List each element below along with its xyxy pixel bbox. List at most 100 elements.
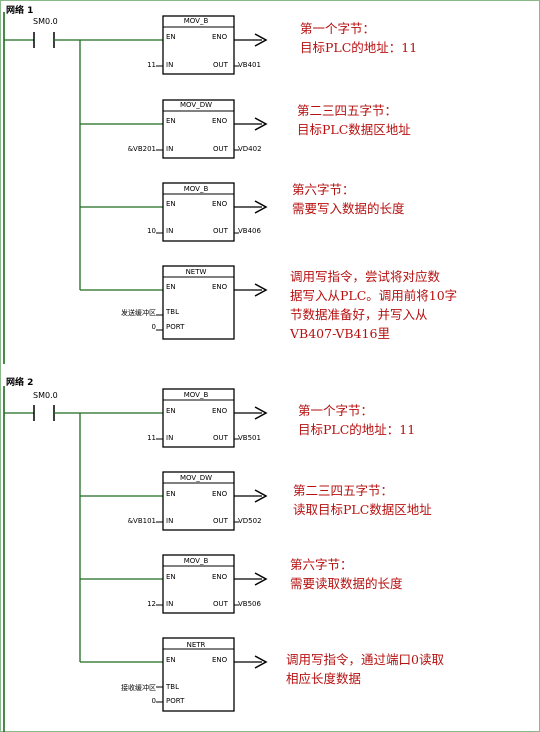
eno-arrow bbox=[254, 117, 268, 131]
comment-line: 第六字节： bbox=[290, 557, 353, 572]
comment-line: VB407-VB416里 bbox=[290, 326, 390, 341]
tbl-pin: TBL bbox=[166, 308, 179, 316]
eno-arrow bbox=[254, 283, 268, 297]
eno-arrow bbox=[254, 406, 268, 420]
mov-b-title: MOV_B bbox=[183, 391, 209, 399]
eno-pin: ENO bbox=[212, 490, 228, 498]
comment-line: 第六字节： bbox=[292, 182, 355, 197]
out-pin: OUT bbox=[213, 61, 228, 69]
eno-pin: ENO bbox=[212, 200, 228, 208]
eno-arrow bbox=[254, 489, 268, 503]
en-pin: EN bbox=[166, 407, 176, 415]
comment-line: 目标PLC数据区地址 bbox=[297, 122, 411, 137]
out-pin: OUT bbox=[213, 145, 228, 153]
eno-arrow bbox=[254, 33, 268, 47]
rung-comment: 第六字节： 需要读取数据的长度 bbox=[290, 555, 403, 593]
out-operand: VB501 bbox=[238, 434, 261, 442]
instruction-box bbox=[162, 471, 235, 531]
in-pin: IN bbox=[166, 227, 174, 235]
comment-line: 调用写指令，通过端口0读取 bbox=[286, 652, 444, 667]
instruction-box bbox=[162, 637, 235, 712]
mov-b-title: MOV_B bbox=[183, 17, 209, 25]
in-operand: 11 bbox=[147, 61, 156, 69]
out-pin: OUT bbox=[213, 600, 228, 608]
port-operand: 0 bbox=[151, 323, 156, 331]
out-operand: VB506 bbox=[238, 600, 261, 608]
instruction-box bbox=[162, 554, 235, 614]
in-pin: IN bbox=[166, 61, 174, 69]
tbl-operand: 发送缓冲区 bbox=[121, 309, 156, 317]
eno-pin: ENO bbox=[212, 283, 228, 291]
eno-pin: ENO bbox=[212, 407, 228, 415]
comment-line: 读取目标PLC数据区地址 bbox=[293, 502, 432, 517]
comment-line: 据写入从PLC。调用前将10字 bbox=[290, 288, 458, 303]
port-pin: PORT bbox=[166, 697, 185, 705]
comment-line: 第二三四五字节： bbox=[293, 483, 394, 498]
eno-arrow bbox=[254, 572, 268, 586]
in-operand: &VB101 bbox=[127, 517, 156, 525]
comment-line: 需要写入数据的长度 bbox=[292, 201, 405, 216]
instruction-box bbox=[162, 265, 235, 340]
comment-line: 第一个字节： bbox=[298, 403, 374, 418]
port-pin: PORT bbox=[166, 323, 185, 331]
in-pin: IN bbox=[166, 434, 174, 442]
network-1-contact-label: SM0.0 bbox=[33, 17, 58, 26]
in-operand: 10 bbox=[147, 227, 156, 235]
en-pin: EN bbox=[166, 200, 176, 208]
comment-line: 第一个字节： bbox=[300, 21, 376, 36]
instruction-box bbox=[162, 99, 235, 159]
rung-comment: 调用写指令，尝试将对应数 据写入从PLC。调用前将10字 节数据准备好，并写入从… bbox=[290, 267, 457, 343]
out-operand: VB406 bbox=[238, 227, 261, 235]
mov-b-title: MOV_B bbox=[183, 185, 209, 193]
rung-comment: 第二三四五字节： 目标PLC数据区地址 bbox=[297, 101, 411, 139]
rung-comment: 调用写指令，通过端口0读取 相应长度数据 bbox=[286, 650, 444, 688]
en-pin: EN bbox=[166, 117, 176, 125]
out-operand: VB401 bbox=[238, 61, 261, 69]
tbl-operand: 接收缓冲区 bbox=[121, 684, 156, 692]
en-pin: EN bbox=[166, 283, 176, 291]
mov-dw-title: MOV_DW bbox=[179, 474, 213, 482]
mov-b-title: MOV_B bbox=[183, 557, 209, 565]
out-operand: VD402 bbox=[238, 145, 262, 153]
rung-comment: 第六字节： 需要写入数据的长度 bbox=[292, 180, 405, 218]
network-2-title: 网络 2 bbox=[6, 378, 34, 388]
comment-line: 第二三四五字节： bbox=[297, 103, 398, 118]
comment-line: 目标PLC的地址：11 bbox=[298, 422, 416, 437]
comment-line: 相应长度数据 bbox=[286, 671, 362, 686]
in-pin: IN bbox=[166, 600, 174, 608]
mov-dw-title: MOV_DW bbox=[179, 101, 213, 109]
tbl-pin: TBL bbox=[166, 683, 179, 691]
eno-pin: ENO bbox=[212, 656, 228, 664]
in-operand: &VB201 bbox=[127, 145, 156, 153]
netr-title: NETR bbox=[186, 641, 206, 649]
port-operand: 0 bbox=[151, 697, 156, 705]
in-pin: IN bbox=[166, 517, 174, 525]
in-operand: 12 bbox=[147, 600, 156, 608]
instruction-box bbox=[162, 182, 235, 242]
in-pin: IN bbox=[166, 145, 174, 153]
comment-line: 调用写指令，尝试将对应数 bbox=[290, 269, 441, 284]
en-pin: EN bbox=[166, 33, 176, 41]
out-pin: OUT bbox=[213, 227, 228, 235]
out-pin: OUT bbox=[213, 517, 228, 525]
comment-line: 需要读取数据的长度 bbox=[290, 576, 403, 591]
rung-comment: 第一个字节： 目标PLC的地址：11 bbox=[298, 401, 415, 439]
rung-comment: 第二三四五字节： 读取目标PLC数据区地址 bbox=[293, 481, 432, 519]
eno-pin: ENO bbox=[212, 573, 228, 581]
network-1-title: 网络 1 bbox=[6, 6, 34, 16]
netw-title: NETW bbox=[185, 268, 207, 276]
eno-pin: ENO bbox=[212, 33, 228, 41]
out-pin: OUT bbox=[213, 434, 228, 442]
network-2-contact-label: SM0.0 bbox=[33, 391, 58, 400]
en-pin: EN bbox=[166, 656, 176, 664]
instruction-box bbox=[162, 15, 235, 75]
eno-pin: ENO bbox=[212, 117, 228, 125]
eno-arrow bbox=[254, 655, 268, 669]
out-operand: VD502 bbox=[238, 517, 262, 525]
in-operand: 11 bbox=[147, 434, 156, 442]
en-pin: EN bbox=[166, 490, 176, 498]
en-pin: EN bbox=[166, 573, 176, 581]
eno-arrow bbox=[254, 200, 268, 214]
